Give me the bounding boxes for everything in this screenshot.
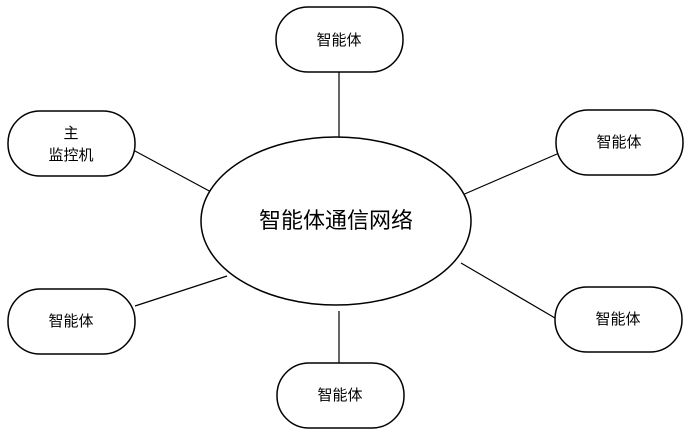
link-lower-left	[135, 276, 227, 306]
monitor-node-label-line1: 主	[63, 124, 78, 142]
agent-node-lower-left: 智能体	[8, 289, 135, 354]
agent-node-top-label: 智能体	[316, 31, 361, 49]
monitor-node: 主 监控机	[8, 111, 135, 176]
hub-network: 智能体通信网络	[201, 137, 471, 305]
monitor-node-label-line2: 监控机	[48, 146, 93, 164]
link-lower-right	[461, 263, 555, 318]
agent-node-lower-left-label: 智能体	[48, 312, 93, 330]
agent-node-bottom: 智能体	[277, 363, 404, 428]
link-monitor	[135, 151, 213, 193]
hub-label: 智能体通信网络	[259, 209, 413, 234]
agent-node-bottom-label: 智能体	[317, 386, 362, 404]
agent-node-top: 智能体	[276, 7, 403, 72]
link-upper-right	[460, 154, 557, 196]
agent-node-upper-right-label: 智能体	[596, 133, 641, 151]
agent-node-upper-right: 智能体	[556, 110, 683, 175]
agent-node-lower-right-label: 智能体	[595, 310, 640, 328]
monitor-node-box	[8, 111, 135, 176]
agent-node-lower-right: 智能体	[555, 287, 682, 352]
